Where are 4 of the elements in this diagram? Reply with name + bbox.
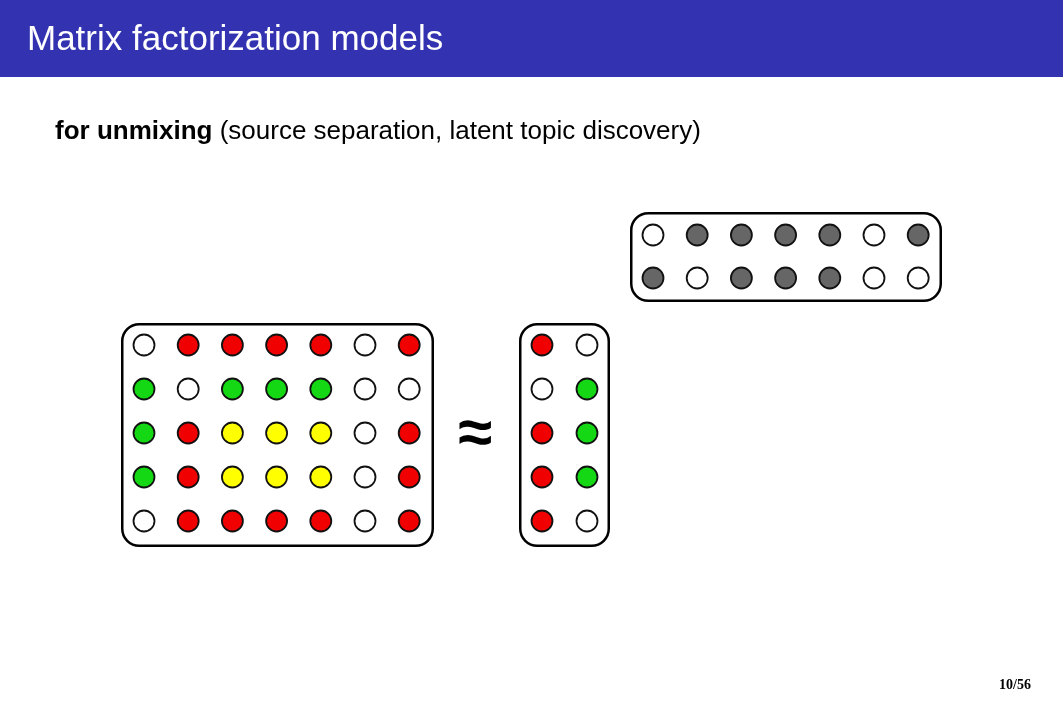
page-number: 10/56 <box>999 676 1031 694</box>
approx-symbol: ≈ <box>458 396 493 468</box>
subtitle: for unmixing (source separation, latent topic discovery) <box>55 114 701 146</box>
slide-title: Matrix factorization models <box>27 17 444 59</box>
